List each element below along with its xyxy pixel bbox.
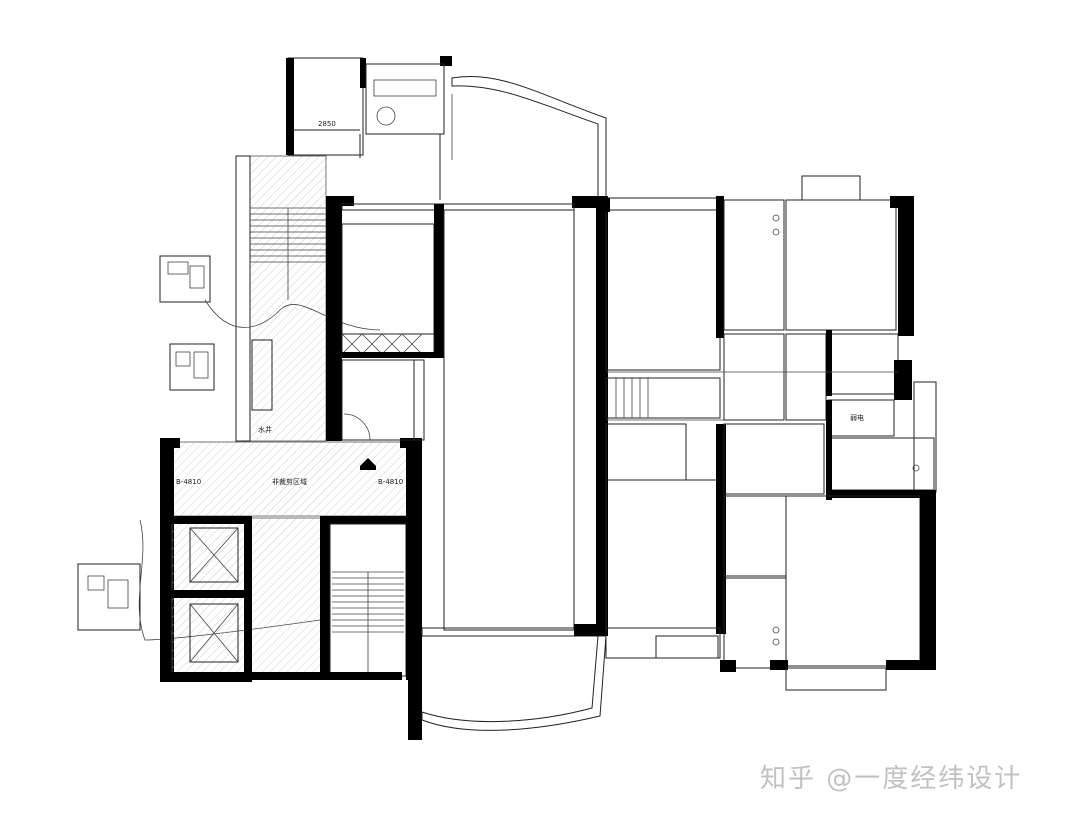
bottom-curved-balcony [421,635,607,731]
lobby-right-wall [406,440,422,680]
left-stair-corridor [235,155,327,442]
left-dim-label: B-4810 [176,478,201,486]
water-pipe-label: 水井 [258,425,272,434]
right-dim-label: B-4810 [378,478,403,486]
entry-arrow-icon [360,458,376,466]
unit-a [326,196,608,637]
dimension-label: 2850 [318,120,336,128]
unit-b: 弱电 [604,175,937,691]
annotation-box-1 [159,255,211,303]
annotation-box-2 [169,343,215,391]
elevator-shafts [160,516,325,682]
top-utility-room: 2850 [286,56,452,156]
electric-room-label: 弱电 [850,413,864,422]
top-curved-balcony [451,76,607,201]
public-area-label: 非裁剪区域 [272,477,307,486]
annotation-box-3 [77,563,141,631]
watermark: 知乎 @一度经纬设计 [760,764,1023,794]
lower-left-wall [408,680,422,740]
elevator-lobby: 非裁剪区域 B-4810 B-4810 水井 [160,425,422,680]
